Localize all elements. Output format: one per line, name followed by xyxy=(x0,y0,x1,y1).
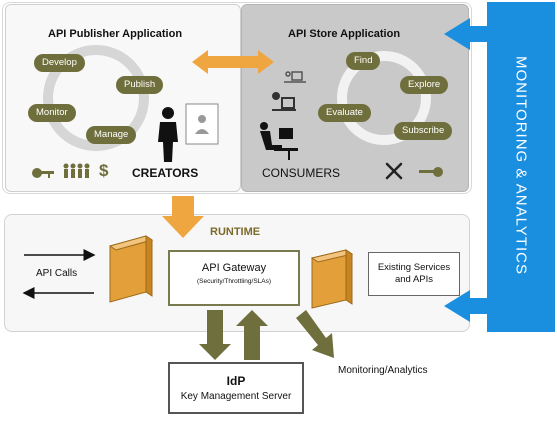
monitoring-analytics-label: Monitoring/Analytics xyxy=(338,365,428,376)
firewall-right-icon xyxy=(310,249,354,309)
step-manage: Manage xyxy=(86,126,137,144)
publisher-cycle-ring xyxy=(43,45,149,151)
step-monitor: Monitor xyxy=(28,104,76,122)
runtime-title: RUNTIME xyxy=(210,226,261,238)
step-evaluate: Evaluate xyxy=(318,104,371,122)
step-explore: Explore xyxy=(400,76,449,94)
blue-arrow-top-icon xyxy=(444,18,488,50)
key-icon-store xyxy=(419,167,443,177)
step-find: Find xyxy=(346,52,381,70)
blue-arrow-bottom-icon xyxy=(444,290,488,322)
api-store-title: API Store Application xyxy=(288,28,401,40)
consumer-desk-icon-1 xyxy=(284,71,306,83)
people-icon xyxy=(63,163,90,178)
top-frame xyxy=(2,2,472,194)
key-icon xyxy=(32,168,54,178)
monitoring-arrow-icon xyxy=(296,310,334,358)
existing-services-box: Existing Services and APIs xyxy=(368,252,460,296)
consumers-label: CONSUMERS xyxy=(262,166,341,180)
step-subscribe: Subscribe xyxy=(394,122,453,140)
tools-icon xyxy=(385,162,403,180)
person-icon xyxy=(158,107,178,162)
api-calls-label: API Calls xyxy=(36,268,78,279)
idp-title: IdP xyxy=(226,374,246,388)
monitoring-analytics-band xyxy=(487,2,555,332)
gateway-down-arrow-icon xyxy=(199,310,231,360)
firewall-left-icon xyxy=(108,235,154,303)
monitoring-analytics-band-label: MONITORING & ANALYTICS xyxy=(512,56,530,275)
consumer-desk-icon-3 xyxy=(260,122,298,160)
step-develop: Develop xyxy=(34,54,85,72)
api-publisher-title: API Publisher Application xyxy=(48,28,183,40)
dollar-icon: $ xyxy=(99,161,109,180)
existing-services-label: Existing Services and APIs xyxy=(377,262,451,285)
creators-label: CREATORS xyxy=(132,166,199,180)
consumer-desk-icon-2 xyxy=(272,92,296,111)
idp-box: IdP Key Management Server xyxy=(168,362,304,414)
double-arrow-icon xyxy=(192,50,274,74)
idp-subtitle: Key Management Server xyxy=(180,391,292,402)
api-gateway-title: API Gateway xyxy=(201,262,267,274)
api-gateway-box: API Gateway (Security/Throttling/SLAs) xyxy=(168,250,300,306)
api-gateway-subtitle: (Security/Throttling/SLAs) xyxy=(196,278,272,285)
gateway-up-arrow-icon xyxy=(236,310,268,360)
store-cycle-ring xyxy=(337,51,431,145)
person-card-icon xyxy=(185,103,219,145)
step-publish: Publish xyxy=(116,76,164,94)
down-arrow-icon xyxy=(162,196,204,238)
